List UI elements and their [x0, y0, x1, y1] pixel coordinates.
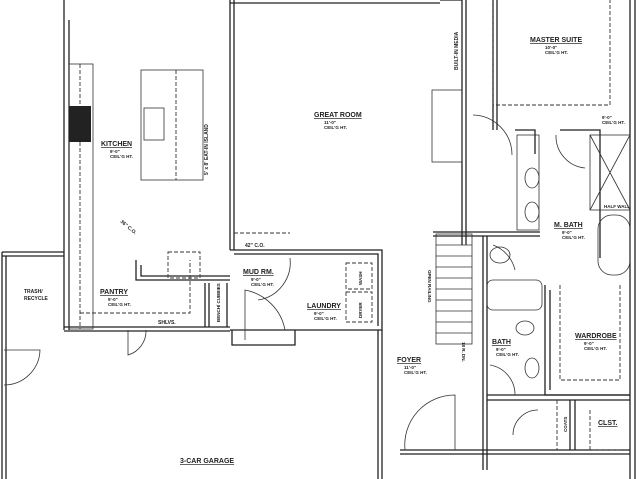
svg-text:OPEN RAILING: OPEN RAILING	[427, 270, 432, 303]
bathtub-icon	[597, 214, 631, 276]
svg-text:9'-0": 9'-0"	[110, 149, 120, 154]
master-suite-label: MASTER SUITE	[530, 37, 582, 44]
mud-room-label: MUD RM.	[243, 269, 274, 276]
kitchen-label: KITCHEN	[101, 141, 132, 148]
svg-text:10'-0": 10'-0"	[545, 45, 557, 50]
svg-text:CEIL'G HT.: CEIL'G HT.	[545, 50, 568, 55]
pantry-label: PANTRY	[100, 289, 128, 296]
master-bath-label: M. BATH	[554, 222, 583, 229]
svg-text:9'-0": 9'-0"	[584, 341, 594, 346]
washer-icon	[345, 262, 373, 290]
svg-text:42" C.O.: 42" C.O.	[245, 243, 265, 249]
svg-text:DRYER: DRYER	[358, 302, 363, 318]
svg-text:36" C.O.: 36" C.O.	[119, 219, 138, 237]
svg-text:9'-0": 9'-0"	[496, 347, 506, 352]
bath-label: BATH	[492, 339, 511, 346]
svg-text:TRASH/: TRASH/	[24, 289, 43, 295]
fireplace-icon	[431, 89, 463, 163]
svg-text:CEIL'G HT.: CEIL'G HT.	[108, 302, 131, 307]
svg-text:9'-0": 9'-0"	[602, 115, 612, 120]
svg-text:11'-0": 11'-0"	[404, 365, 416, 370]
cooktop-icon	[69, 106, 91, 142]
svg-text:CEIL'G HT.: CEIL'G HT.	[404, 370, 427, 375]
toilet-icon	[489, 246, 511, 264]
fixtures	[68, 0, 631, 451]
svg-text:18 R. DN.: 18 R. DN.	[461, 342, 466, 362]
closet-label: CLST.	[598, 420, 618, 427]
svg-text:COATS: COATS	[563, 417, 568, 432]
svg-text:CEIL'G HT.: CEIL'G HT.	[602, 120, 625, 125]
svg-text:WASH: WASH	[358, 272, 363, 286]
svg-text:BENCH/ CUBBIES: BENCH/ CUBBIES	[216, 283, 221, 322]
sink-icon	[143, 107, 165, 141]
svg-text:CEIL'G HT.: CEIL'G HT.	[110, 154, 133, 159]
shower-icon	[589, 134, 631, 211]
svg-text:9'-0": 9'-0"	[314, 311, 324, 316]
great-room-label: GREAT ROOM	[314, 112, 362, 119]
svg-text:9'-0": 9'-0"	[108, 297, 118, 302]
svg-text:SHLVS.: SHLVS.	[158, 320, 176, 326]
svg-text:BUILT-IN MEDIA: BUILT-IN MEDIA	[454, 31, 460, 70]
kitchen-island	[140, 69, 204, 181]
foyer-label: FOYER	[397, 357, 421, 364]
garage-label: 3-CAR GARAGE	[180, 458, 234, 465]
laundry-label: LAUNDRY	[307, 303, 341, 310]
svg-text:CEIL'G HT.: CEIL'G HT.	[251, 282, 274, 287]
svg-text:11'-0": 11'-0"	[324, 120, 336, 125]
svg-text:RECYCLE: RECYCLE	[24, 296, 49, 302]
svg-text:CEIL'G HT.: CEIL'G HT.	[314, 316, 337, 321]
svg-text:CEIL'G HT.: CEIL'G HT.	[324, 125, 347, 130]
dryer-icon	[345, 291, 373, 323]
svg-text:HALF WALL: HALF WALL	[604, 204, 630, 209]
tub-icon	[486, 279, 543, 311]
svg-text:9'-0": 9'-0"	[251, 277, 261, 282]
wardrobe-label: WARDROBE	[575, 333, 617, 340]
svg-text:CEIL'G HT.: CEIL'G HT.	[496, 352, 519, 357]
svg-text:CEIL'G HT.: CEIL'G HT.	[562, 235, 585, 240]
island-label: 5' x 8' EAT-IN ISLAND	[204, 124, 210, 175]
doors	[3, 114, 586, 451]
svg-text:9'-0": 9'-0"	[562, 230, 572, 235]
svg-text:CEIL'G HT.: CEIL'G HT.	[584, 346, 607, 351]
